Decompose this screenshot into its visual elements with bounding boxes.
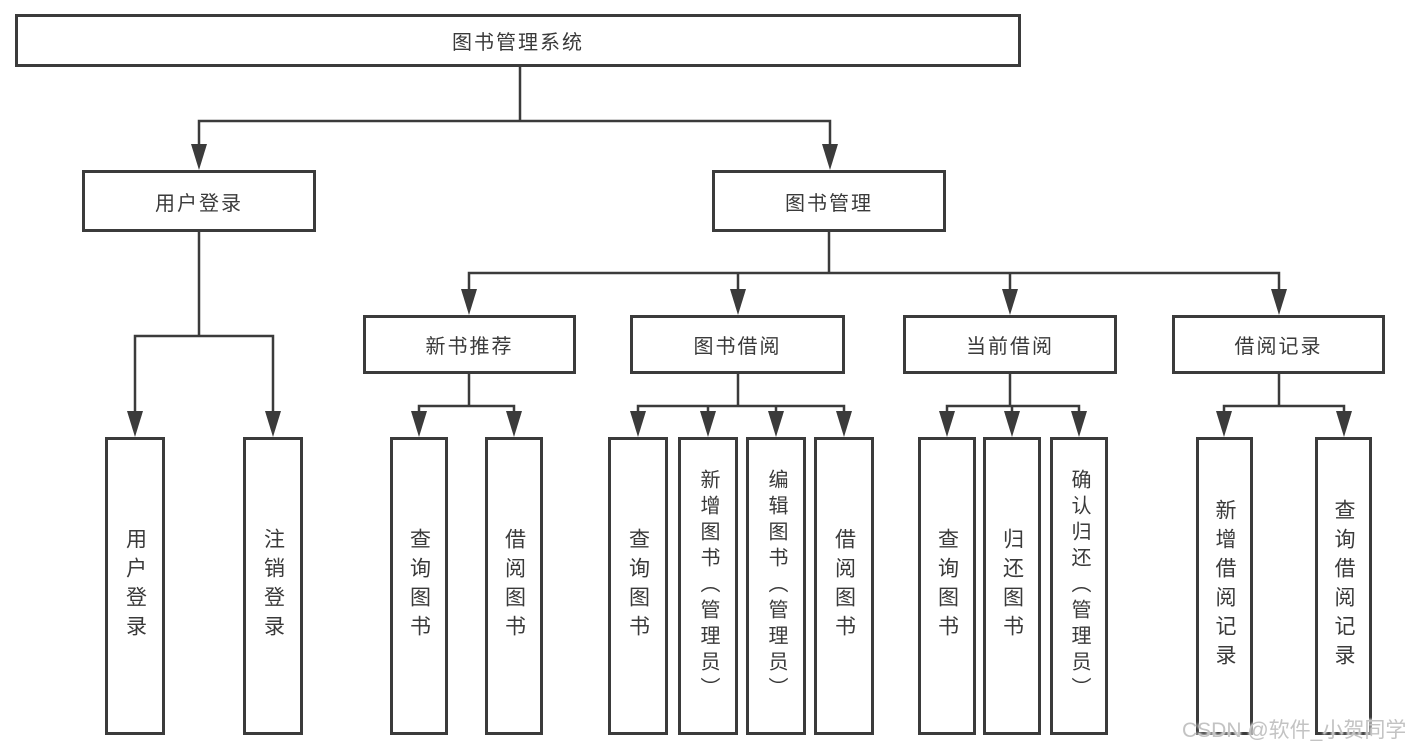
leaf-records-add-label: 新增借阅记录 xyxy=(1213,499,1236,673)
node-borrow-records-label: 借阅记录 xyxy=(1234,336,1323,358)
leaf-newbooks-query-label: 查询图书 xyxy=(407,528,431,644)
node-root-label: 图书管理系统 xyxy=(452,32,584,54)
leaf-borrow-book: 借阅图书 xyxy=(814,437,874,735)
watermark: CSDN @软件_小贺同学 xyxy=(1182,719,1405,742)
arrowheads xyxy=(127,144,1352,437)
leaf-user-login: 用户登录 xyxy=(105,437,165,735)
leaf-records-add: 新增借阅记录 xyxy=(1196,437,1253,735)
leaf-current-return: 归还图书 xyxy=(983,437,1041,735)
node-user-login-label: 用户登录 xyxy=(155,192,243,215)
leaf-borrow-book-label: 借阅图书 xyxy=(832,528,856,644)
leaf-borrow-add-admin-label: 新增图书（管理员） xyxy=(697,469,719,703)
node-root: 图书管理系统 xyxy=(15,14,1021,67)
leaf-borrow-query: 查询图书 xyxy=(608,437,668,735)
leaf-current-query: 查询图书 xyxy=(918,437,976,735)
node-borrow-records: 借阅记录 xyxy=(1172,315,1385,374)
node-book-management-label: 图书管理 xyxy=(785,192,873,215)
leaf-borrow-edit-admin: 编辑图书（管理员） xyxy=(746,437,806,735)
leaf-current-confirm-admin: 确认归还（管理员） xyxy=(1050,437,1108,735)
leaf-newbooks-borrow: 借阅图书 xyxy=(485,437,543,735)
leaf-current-return-label: 归还图书 xyxy=(1000,528,1024,644)
node-book-management: 图书管理 xyxy=(712,170,946,232)
node-book-borrow: 图书借阅 xyxy=(630,315,845,374)
leaf-newbooks-borrow-label: 借阅图书 xyxy=(502,528,526,644)
leaf-borrow-query-label: 查询图书 xyxy=(626,528,650,644)
leaf-borrow-edit-admin-label: 编辑图书（管理员） xyxy=(765,469,787,703)
node-current-borrow: 当前借阅 xyxy=(903,315,1117,374)
node-book-borrow-label: 图书借阅 xyxy=(693,336,782,358)
leaf-current-confirm-admin-label: 确认归还（管理员） xyxy=(1068,469,1090,703)
leaf-user-login-label: 用户登录 xyxy=(123,528,147,644)
leaf-logout: 注销登录 xyxy=(243,437,303,735)
leaf-logout-label: 注销登录 xyxy=(261,528,285,644)
leaf-records-query: 查询借阅记录 xyxy=(1315,437,1372,735)
node-new-books: 新书推荐 xyxy=(363,315,576,374)
node-user-login: 用户登录 xyxy=(82,170,316,232)
node-current-borrow-label: 当前借阅 xyxy=(966,336,1054,358)
leaf-current-query-label: 查询图书 xyxy=(935,528,959,644)
node-new-books-label: 新书推荐 xyxy=(425,336,514,358)
leaf-newbooks-query: 查询图书 xyxy=(390,437,448,735)
leaf-records-query-label: 查询借阅记录 xyxy=(1332,499,1355,673)
leaf-borrow-add-admin: 新增图书（管理员） xyxy=(678,437,738,735)
